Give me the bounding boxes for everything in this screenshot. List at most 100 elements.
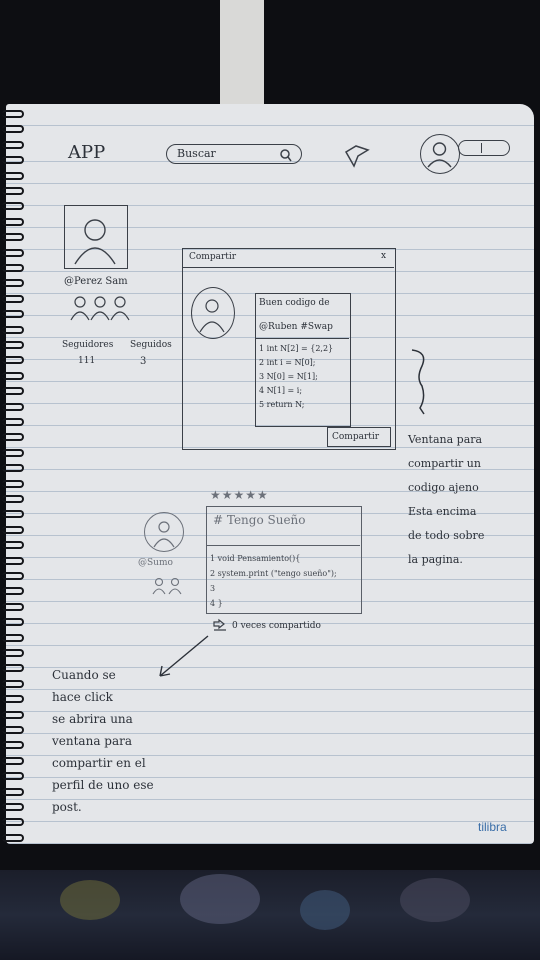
annotation-line: codigo ajeno — [408, 481, 479, 494]
annotation-line: hace click — [52, 690, 113, 704]
code-line: 2 int i = N[0]; — [259, 358, 316, 367]
spiral-ring — [2, 510, 24, 519]
post-author-username[interactable]: @Sumo — [138, 558, 173, 568]
code-line: 3 N[0] = N[1]; — [259, 372, 318, 381]
annotation-line: Esta encima — [408, 505, 477, 518]
user-avatar-icon[interactable] — [420, 134, 460, 174]
post-title[interactable]: # Tengo Sueño — [213, 513, 306, 527]
annotation-line: post. — [52, 800, 82, 814]
annotation-line: la pagina. — [408, 553, 463, 566]
post-code-line: 4 } — [210, 599, 223, 608]
user-menu[interactable] — [420, 134, 512, 174]
spiral-ring — [2, 772, 24, 781]
profile-photo[interactable] — [64, 205, 128, 269]
card-divider — [256, 338, 349, 339]
share-comment-line-2[interactable]: @Ruben #Swap — [259, 322, 333, 332]
notebook-page — [6, 104, 534, 844]
share-annotation: Cuando se hace click se abrira una venta… — [52, 664, 154, 818]
spiral-ring — [2, 418, 24, 426]
code-line: 5 return N; — [259, 400, 305, 409]
annotation-line: Ventana para — [408, 433, 483, 446]
share-icon[interactable] — [212, 618, 228, 638]
code-line: 1 int N[2] = {2,2} — [259, 344, 334, 353]
post-card: # Tengo Sueño 1 void Pensamiento(){ 2 sy… — [206, 506, 362, 614]
spiral-ring — [2, 695, 24, 704]
spiral-ring — [2, 356, 24, 365]
followers-label[interactable]: Seguidores — [62, 340, 114, 350]
spiral-ring — [2, 371, 24, 380]
spiral-ring — [2, 787, 24, 796]
spiral-ring — [2, 541, 24, 550]
post-author-followers-icon — [150, 576, 190, 600]
dropdown-divider — [481, 143, 482, 153]
annotation-line: compartir un — [408, 457, 481, 470]
spiral-ring — [2, 587, 24, 596]
close-icon[interactable]: x — [381, 251, 387, 261]
search-bar[interactable]: Buscar — [166, 144, 302, 164]
annotation-line: Cuando se — [52, 668, 116, 682]
annotation-line: ventana para — [52, 734, 133, 748]
spiral-ring — [2, 171, 24, 180]
spiral-ring — [2, 833, 24, 842]
annotation-line: se abrira una — [52, 712, 133, 726]
spiral-ring — [2, 233, 24, 242]
shared-post-card: Buen codigo de @Ruben #Swap 1 int N[2] =… — [255, 293, 351, 427]
spiral-ring — [2, 556, 24, 565]
spiral-ring — [2, 433, 24, 442]
arrow-icon — [150, 632, 214, 686]
spiral-ring — [2, 618, 24, 627]
spiral-ring — [2, 803, 24, 811]
profile-username[interactable]: @Perez Sam — [64, 276, 128, 287]
annotation-line: perfil de uno ese — [52, 778, 154, 792]
spiral-ring — [2, 202, 24, 211]
notebook-brand: tilibra — [478, 820, 507, 834]
share-dialog: Compartir x Buen codigo de @Ruben #Swap … — [182, 248, 396, 450]
rating-stars[interactable]: ★★★★★ — [210, 488, 269, 502]
spiral-ring — [2, 294, 24, 303]
post-code-line: 3 — [210, 584, 216, 593]
spiral-ring — [2, 325, 24, 334]
app-logo: APP — [68, 142, 106, 163]
spiral-ring — [2, 479, 24, 488]
dialog-user-avatar-icon — [191, 287, 235, 339]
followers-count: 111 — [78, 356, 96, 366]
share-count[interactable]: 0 veces compartido — [232, 621, 321, 631]
search-icon[interactable] — [279, 147, 293, 166]
lamp-stand — [220, 0, 264, 108]
annotation-line: compartir en el — [52, 756, 146, 770]
spiral-ring — [2, 248, 24, 257]
following-label[interactable]: Seguidos — [130, 340, 172, 350]
background-floor — [0, 870, 540, 960]
share-button-label: Compartir — [332, 432, 380, 442]
post-author-avatar-icon[interactable] — [144, 512, 184, 552]
share-button[interactable]: Compartir — [327, 427, 391, 447]
spiral-ring — [2, 140, 24, 149]
following-count: 3 — [140, 356, 147, 367]
post-code-line: 1 void Pensamiento(){ — [210, 554, 301, 563]
spiral-ring — [2, 310, 24, 319]
spiral-ring — [2, 464, 24, 473]
notifications-icon[interactable] — [342, 142, 372, 172]
share-comment-line-1[interactable]: Buen codigo de — [259, 298, 330, 308]
spiral-ring — [2, 679, 24, 688]
dialog-title: Compartir — [189, 252, 237, 262]
spiral-ring — [2, 818, 24, 827]
spiral-ring — [2, 125, 24, 134]
search-input[interactable]: Buscar — [177, 147, 216, 160]
post-code-block: 1 void Pensamiento(){ 2 system.print ("t… — [210, 551, 337, 611]
spiral-ring — [2, 448, 24, 457]
spiral-ring — [2, 264, 24, 272]
spiral-ring — [2, 649, 24, 657]
spiral-ring — [2, 710, 24, 719]
code-block: 1 int N[2] = {2,2} 2 int i = N[0]; 3 N[0… — [259, 342, 333, 412]
spiral-ring — [2, 572, 24, 580]
spiral-binding — [0, 110, 26, 850]
spiral-ring — [2, 156, 24, 165]
spiral-ring — [2, 387, 24, 396]
spiral-ring — [2, 726, 24, 734]
user-dropdown-toggle[interactable] — [458, 140, 510, 156]
spiral-ring — [2, 495, 24, 503]
dialog-titlebar: Compartir x — [183, 249, 394, 268]
dialog-annotation: Ventana para compartir un codigo ajeno E… — [408, 428, 484, 572]
spiral-ring — [2, 633, 24, 642]
